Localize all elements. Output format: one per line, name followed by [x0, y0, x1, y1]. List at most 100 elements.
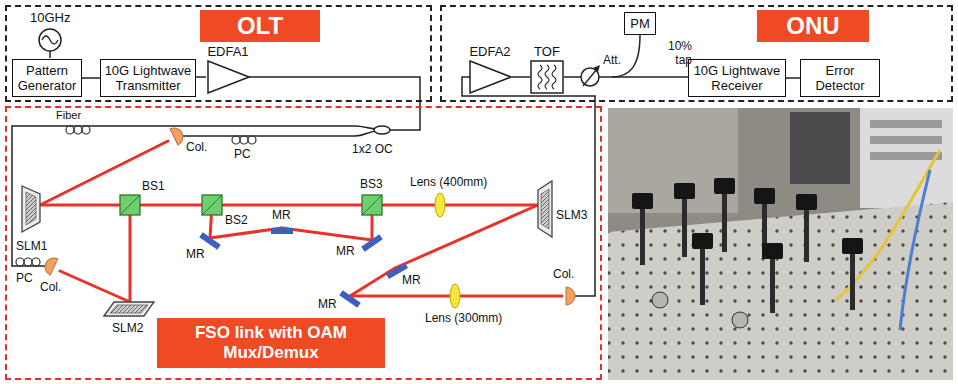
filter-shape [530, 60, 564, 94]
filter-squiggle [545, 65, 549, 89]
beam-splitter [362, 195, 382, 215]
rf-source [39, 29, 61, 51]
symbol-label: EDFA2 [468, 44, 512, 60]
mirror [339, 290, 360, 308]
photo-mount [632, 193, 653, 209]
coil-loop [16, 258, 24, 266]
part-label: 10% tap [656, 40, 692, 68]
splitter-cube [202, 195, 222, 215]
collimator-body [170, 125, 186, 145]
pc-coil [232, 136, 256, 144]
process-box: Error Detector [800, 59, 880, 97]
photo-post [640, 205, 645, 265]
part-label: Att. [603, 54, 621, 68]
box-label: Error Detector [804, 63, 876, 93]
coil-loop [66, 126, 74, 134]
coil-loop [24, 258, 32, 266]
triangle-outline [208, 61, 249, 93]
beam [129, 205, 132, 302]
photo-post [722, 190, 727, 252]
coil-loop [32, 258, 40, 266]
mirror [361, 234, 382, 252]
part-label: Lens (400mm) [410, 176, 487, 190]
fiber-coil [66, 126, 90, 134]
beam [350, 268, 395, 296]
part-label: Col. [40, 281, 61, 295]
photo-mount [692, 233, 713, 249]
process-box: Pattern Generator [12, 59, 82, 97]
filter-box: TOF [530, 44, 564, 94]
photo-optic [732, 312, 748, 328]
filter-squiggle [552, 65, 556, 89]
photo-post [700, 245, 705, 305]
amplifier-triangle: EDFA1 [206, 44, 250, 94]
photo-instrument [790, 112, 850, 184]
part-label: MR [186, 248, 205, 262]
photo-cable [900, 170, 930, 330]
photo-mount [714, 178, 735, 194]
splitter-cube [362, 195, 382, 215]
photo-mount [796, 194, 817, 210]
part-label: MR [272, 209, 291, 223]
fiber [248, 77, 420, 130]
collimator-body [566, 287, 575, 305]
mirror-body [339, 290, 360, 308]
sine-symbol [42, 36, 58, 44]
part-label: Col. [186, 141, 207, 155]
amplifier-triangle: EDFA2 [468, 44, 512, 94]
meter-box: PM [624, 12, 656, 35]
panel-tag: ONU [757, 10, 869, 42]
beam [40, 204, 538, 207]
collimator [42, 255, 58, 275]
connector-line [82, 77, 100, 79]
attenuator-arrow [583, 69, 597, 86]
wire [49, 51, 51, 58]
photo-mount [762, 243, 783, 259]
photo-post [682, 195, 687, 257]
coil-loop [232, 136, 240, 144]
slm-frame [104, 302, 154, 316]
photo-table [608, 202, 953, 380]
panel-tag: OLT [200, 10, 320, 42]
connector-line [786, 77, 800, 79]
photo-mount [842, 238, 863, 254]
fso-panel: FSO link with OAM Mux/Demux [5, 106, 602, 380]
part-label: Col. [553, 268, 574, 282]
fiber [564, 76, 581, 78]
photo-mount [754, 188, 775, 204]
splitter-cube [120, 195, 140, 215]
mirror [271, 228, 293, 234]
pc-coil [16, 258, 40, 266]
mirror-body [271, 228, 293, 234]
photo-rack-slot [870, 136, 942, 144]
beam-splitter [202, 195, 222, 215]
onu-panel: ONU EDFA2 TOF PM 10G Lightwave Receiver Error… [440, 5, 953, 102]
collimator [566, 287, 575, 305]
symbol-label: EDFA1 [206, 44, 250, 60]
box-label: 10G Lightwave Receiver [692, 63, 782, 93]
coil-loop [240, 136, 248, 144]
box-label: Pattern Generator [16, 63, 78, 93]
part-label: PC [16, 272, 33, 286]
part-label: MR [318, 298, 337, 312]
attenuator-symbol [581, 68, 599, 86]
mirror-body [361, 234, 382, 252]
part-label: 1x2 OC [352, 143, 393, 157]
slm-panel [26, 192, 36, 225]
lens [450, 284, 460, 308]
box-label: 10G Lightwave Transmitter [104, 63, 192, 93]
slm-panel [541, 189, 549, 229]
attenuator-arrowhead [593, 65, 600, 72]
fiber [12, 126, 355, 266]
part-label: Lens (300mm) [425, 312, 502, 326]
photo-equipment [860, 108, 953, 208]
beam [282, 228, 372, 240]
photo-post [804, 206, 809, 262]
lab-photo [608, 108, 953, 380]
part-label: BS1 [142, 180, 165, 194]
photo-rack-slot [870, 152, 942, 160]
fiber [182, 135, 355, 137]
splitter-diagonal [120, 195, 140, 215]
amplifier-shape [206, 60, 250, 94]
process-box: 10G Lightwave Receiver [688, 59, 786, 97]
